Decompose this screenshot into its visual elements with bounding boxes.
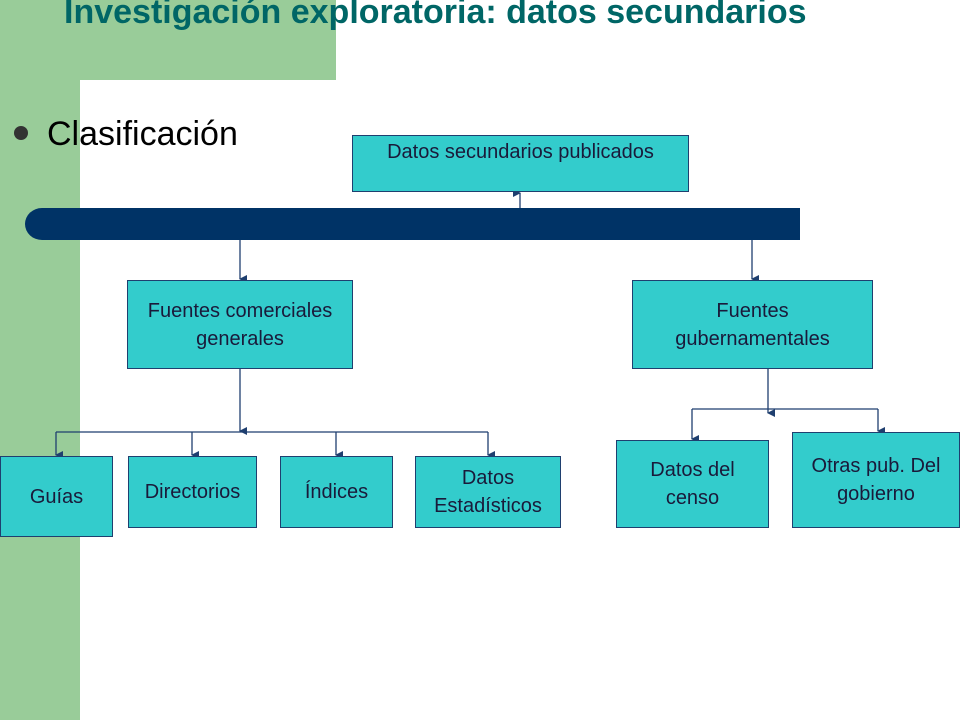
node-datos-secundarios-publicados: Datos secundarios publicados bbox=[352, 135, 689, 192]
bullet-text: Clasificación bbox=[47, 115, 238, 153]
node-datos-estadisticos: Datos Estadísticos bbox=[415, 456, 561, 528]
navy-bar bbox=[25, 208, 800, 240]
node-directorios: Directorios bbox=[128, 456, 257, 528]
node-indices: Índices bbox=[280, 456, 393, 528]
node-datos-del-censo: Datos del censo bbox=[616, 440, 769, 528]
node-guias: Guías bbox=[0, 456, 113, 537]
node-otras-publicaciones-gobierno: Otras pub. Del gobierno bbox=[792, 432, 960, 528]
title-accent-block bbox=[80, 0, 336, 80]
slide-title: Investigación exploratoria: datos secund… bbox=[64, 0, 807, 31]
left-accent-bar bbox=[0, 0, 80, 720]
bullet-dot-icon bbox=[14, 126, 28, 140]
node-fuentes-comerciales: Fuentes comerciales generales bbox=[127, 280, 353, 369]
node-fuentes-gubernamentales: Fuentes gubernamentales bbox=[632, 280, 873, 369]
